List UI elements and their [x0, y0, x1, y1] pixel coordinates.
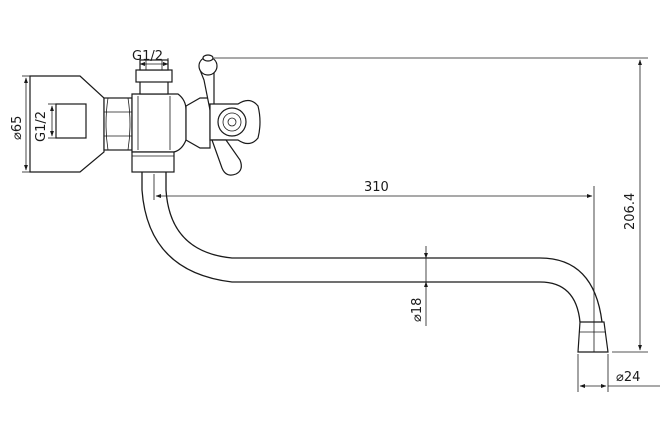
wall-flange — [29, 75, 105, 173]
inlet-thread-label: G1/2 — [132, 49, 163, 64]
flange-diameter-label: ⌀65 — [10, 116, 25, 140]
valve-body — [131, 59, 187, 173]
dim-inlet-thread: G1/2 — [132, 49, 169, 70]
spout-length-label: 310 — [364, 180, 389, 195]
spout-pipe — [141, 172, 609, 353]
dim-pipe-diameter: ⌀18 — [410, 246, 428, 326]
valve-handle — [185, 54, 261, 176]
nozzle-diameter-label: ⌀24 — [616, 370, 640, 385]
pipe-diameter-label: ⌀18 — [410, 298, 425, 322]
flange-thread-label: G1/2 — [34, 111, 49, 142]
dim-flange-thread: G1/2 — [34, 103, 56, 142]
dim-nozzle-diameter: ⌀24 — [577, 354, 660, 392]
dim-spout-length: 310 — [153, 174, 595, 352]
dim-total-height: 206.4 — [214, 57, 648, 353]
dim-flange-diameter: ⌀65 — [10, 75, 30, 173]
hex-nut — [103, 97, 133, 151]
total-height-label: 206.4 — [623, 193, 638, 230]
